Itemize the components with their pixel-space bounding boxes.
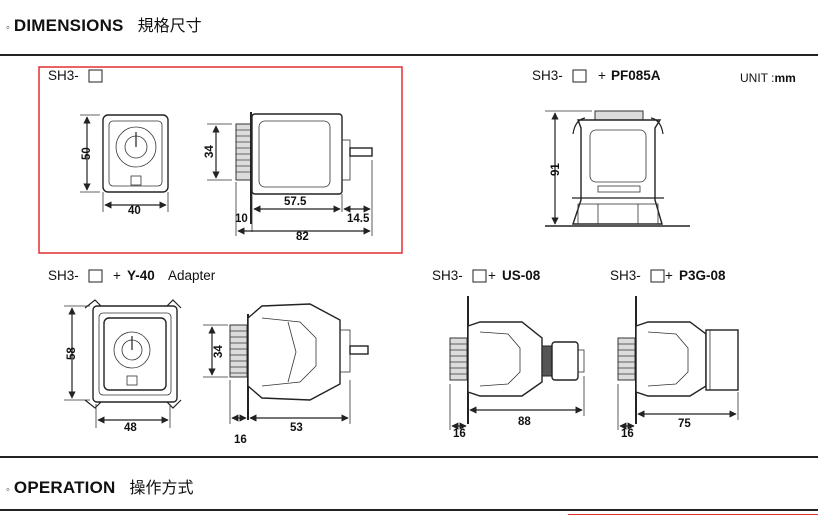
us08-model-label: SH3- bbox=[432, 268, 463, 283]
us08-depth-label: 88 bbox=[518, 416, 531, 428]
y40-panel: SH3- + Y-40 Adapter 58 48 bbox=[48, 268, 369, 446]
p3g08-panel: SH3- + P3G-08 16 75 bbox=[610, 268, 739, 440]
bottom-divider bbox=[0, 509, 818, 511]
unit-prefix: UNIT : bbox=[740, 71, 774, 85]
base-model-label: SH3- bbox=[48, 68, 79, 83]
base-side-view: 34 57.5 10 14.5 82 bbox=[204, 112, 373, 243]
pf085a-panel: SH3- + PF085A UNIT :mm 91 bbox=[532, 68, 796, 227]
p3g08-drawing: 16 75 bbox=[617, 296, 739, 440]
pf085a-model-label: SH3- bbox=[532, 68, 563, 83]
operation-title: OPERATION bbox=[13, 478, 116, 497]
us08-panel: SH3- + US-08 16 88 bbox=[432, 268, 585, 440]
y40-side-height-label: 34 bbox=[213, 345, 225, 358]
pf085a-option-label: PF085A bbox=[611, 68, 661, 83]
y40-front-view: 58 48 bbox=[64, 299, 182, 434]
dimensions-heading: ◦ DIMENSIONS 規格尺寸 bbox=[6, 12, 202, 36]
dimensions-title: DIMENSIONS bbox=[13, 16, 124, 35]
heading-bullet: ◦ bbox=[6, 484, 10, 496]
model-blank-box bbox=[472, 269, 487, 283]
p3g08-depth-label: 75 bbox=[678, 418, 691, 430]
y40-suffix-label: Adapter bbox=[168, 268, 216, 283]
p3g08-panel-label: 16 bbox=[621, 428, 634, 440]
middle-divider bbox=[0, 456, 818, 458]
heading-bullet: ◦ bbox=[6, 22, 10, 34]
base-front-height-label: 50 bbox=[81, 147, 93, 160]
top-divider bbox=[0, 54, 818, 56]
us08-plus: + bbox=[488, 268, 496, 283]
y40-side-depth-label: 53 bbox=[290, 422, 303, 434]
y40-side-panel-label: 16 bbox=[234, 434, 247, 446]
us08-option-label: US-08 bbox=[502, 268, 541, 283]
model-blank-box bbox=[572, 69, 587, 83]
p3g08-option-label: P3G-08 bbox=[679, 268, 726, 283]
base-front-view: 50 40 bbox=[80, 114, 169, 217]
dimensions-title-cn: 規格尺寸 bbox=[137, 16, 202, 35]
highlight-frame bbox=[38, 66, 403, 254]
operation-heading: ◦ OPERATION 操作方式 bbox=[6, 474, 194, 498]
operation-title-cn: 操作方式 bbox=[129, 478, 194, 497]
model-blank-box bbox=[650, 269, 665, 283]
base-model-panel: SH3- 50 40 bbox=[38, 66, 403, 254]
y40-front-height-label: 58 bbox=[66, 347, 78, 360]
unit-label: UNIT :mm bbox=[740, 71, 796, 85]
model-blank-box bbox=[88, 69, 103, 83]
base-side-body-label: 57.5 bbox=[284, 196, 307, 208]
pf085a-drawing: 91 bbox=[545, 110, 690, 227]
pf085a-plus: + bbox=[598, 68, 606, 83]
y40-front-width-label: 48 bbox=[124, 422, 137, 434]
us08-panel-label: 16 bbox=[453, 428, 466, 440]
base-side-pins-label: 14.5 bbox=[347, 213, 370, 225]
y40-model-label: SH3- bbox=[48, 268, 79, 283]
base-side-height-label: 34 bbox=[204, 145, 216, 158]
p3g08-plus: + bbox=[665, 268, 673, 283]
y40-plus: + bbox=[113, 268, 121, 283]
us08-drawing: 16 88 bbox=[449, 296, 585, 440]
base-side-front-offset-label: 10 bbox=[235, 213, 248, 225]
base-front-width-label: 40 bbox=[128, 205, 141, 217]
y40-side-view: 34 16 53 bbox=[203, 303, 369, 446]
pf085a-height-label: 91 bbox=[550, 163, 562, 176]
unit-value: mm bbox=[774, 71, 795, 85]
p3g08-model-label: SH3- bbox=[610, 268, 641, 283]
y40-option-label: Y-40 bbox=[127, 268, 155, 283]
red-accent-line bbox=[568, 514, 818, 515]
model-blank-box bbox=[88, 269, 103, 283]
base-side-total-label: 82 bbox=[296, 231, 309, 243]
